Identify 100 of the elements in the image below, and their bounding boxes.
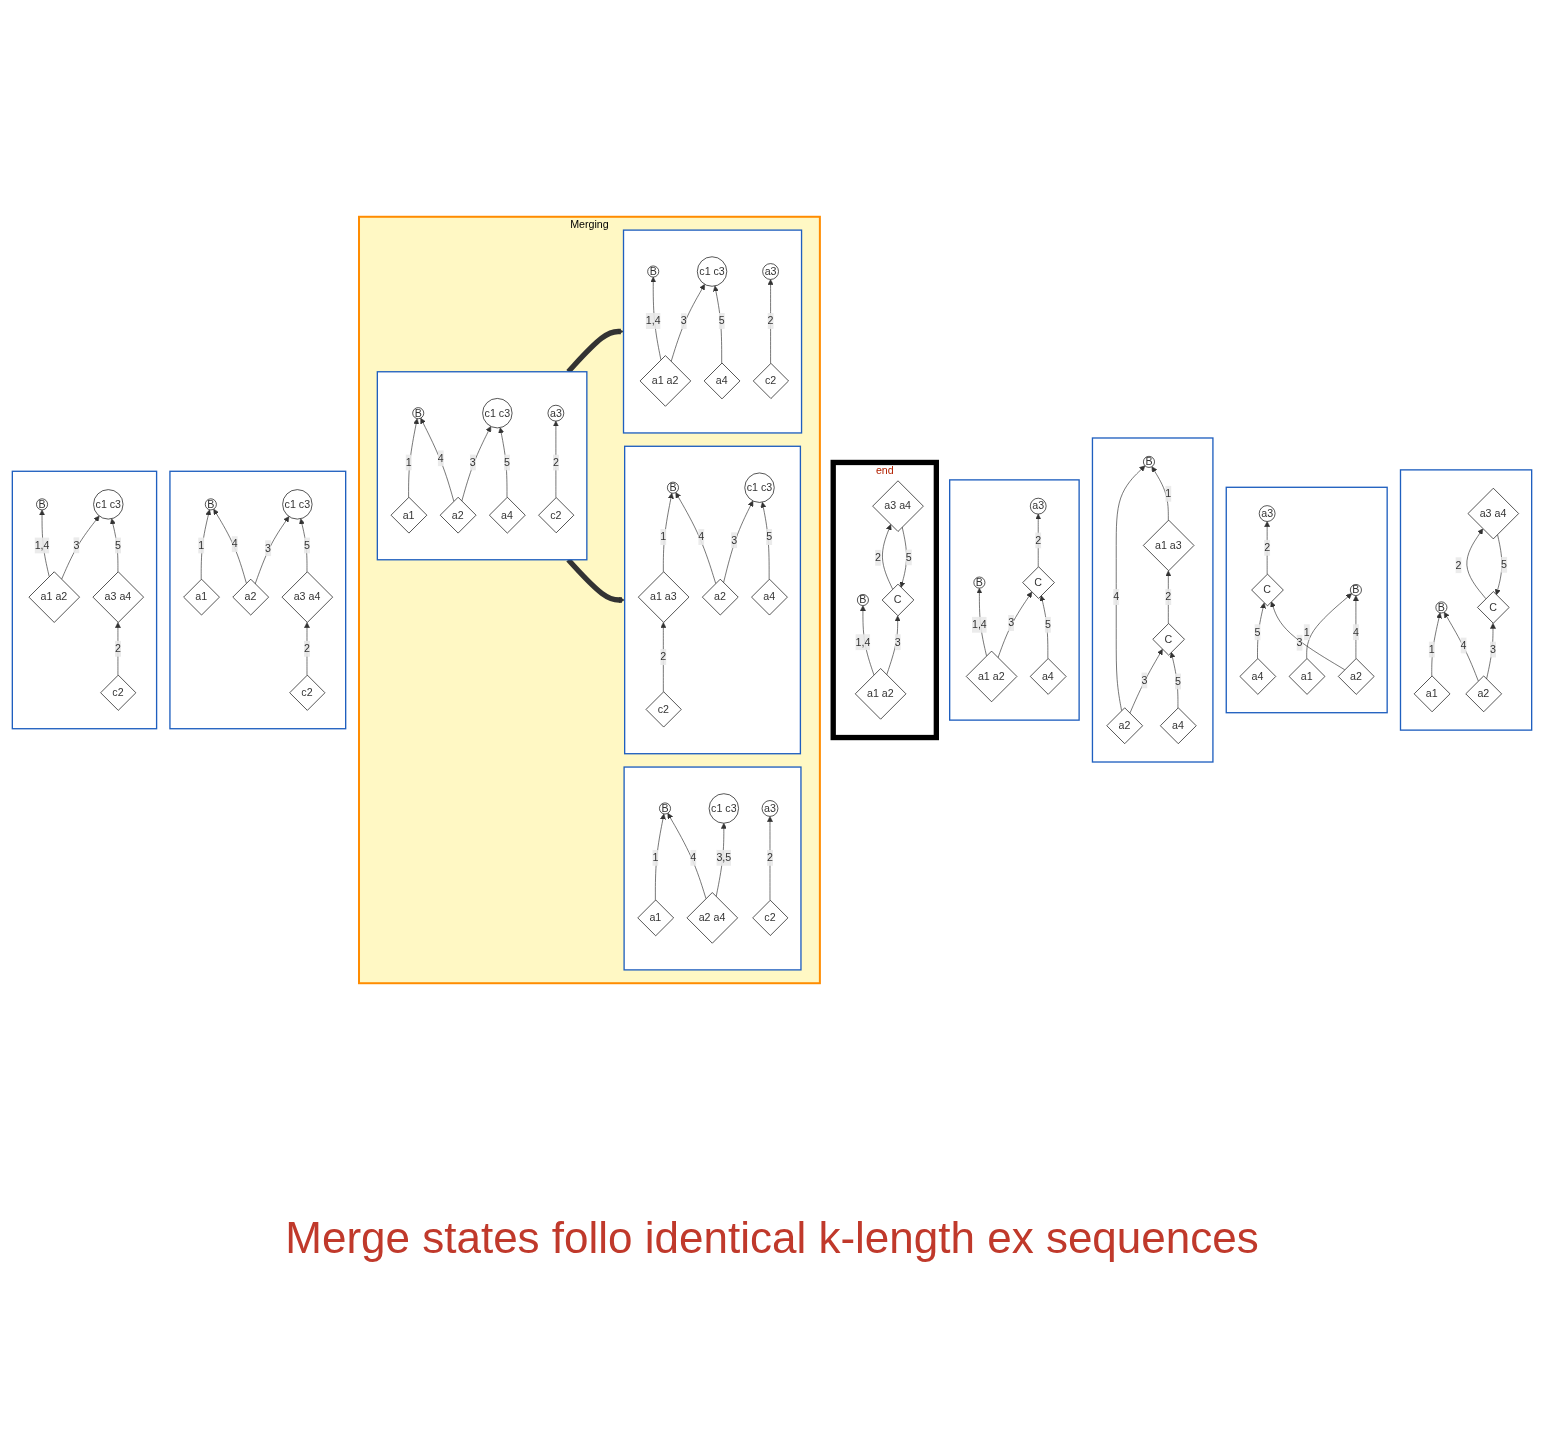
node-diamond: c2 (645, 691, 682, 728)
node-circle: B (412, 407, 425, 420)
cluster (622, 229, 803, 434)
edge-label: 1 (1303, 626, 1310, 638)
edge-label: 1 (198, 539, 205, 551)
node-diamond: a2 (232, 578, 269, 616)
edge-label: 3 (265, 542, 272, 554)
node-diamond: a3 a4 (872, 480, 924, 532)
node-circle: a3 (761, 800, 779, 817)
node-circle: B (973, 576, 986, 589)
cluster (949, 479, 1080, 721)
cluster (1225, 486, 1388, 714)
node-diamond: C (1251, 573, 1284, 607)
cluster (11, 470, 158, 730)
node-diamond: a4 (1239, 658, 1277, 695)
node-diamond: a1 a2 (854, 668, 907, 720)
node-diamond: a1 (1413, 675, 1451, 713)
edge-label: 4 (698, 531, 705, 543)
cluster (624, 445, 802, 755)
node-diamond: C (1477, 591, 1510, 624)
edge-label: 5 (1501, 558, 1508, 571)
node-diamond: c2 (100, 674, 137, 711)
edge-label: 3 (731, 534, 738, 546)
node-circle: c1 c3 (696, 256, 728, 287)
node-circle: B (667, 481, 679, 494)
node-diamond: a1 (390, 496, 428, 534)
edge-label: 1 (1165, 487, 1172, 500)
node-diamond: a3 a4 (1467, 487, 1519, 540)
edge-label: 4 (437, 452, 444, 464)
node-circle: B (36, 498, 48, 511)
edge-label: 3 (469, 456, 476, 468)
node-diamond: c2 (752, 899, 789, 936)
node-diamond: a1 (183, 578, 220, 616)
edge-label: 5 (1254, 626, 1261, 638)
edge-label: 2 (660, 651, 667, 663)
node-diamond: a4 (703, 362, 741, 400)
edge-label: 2 (552, 456, 559, 468)
edge-label: 1,4 (34, 539, 50, 551)
edge-label: 2 (1455, 559, 1462, 571)
cluster (1399, 469, 1533, 731)
edge-label: 1,4 (971, 618, 987, 631)
edge-label: 5 (1174, 675, 1181, 687)
node-circle: B (659, 802, 671, 815)
node-circle: B (204, 498, 217, 511)
edge-label: 4 (1460, 639, 1467, 651)
node-diamond: c2 (289, 674, 326, 711)
edge-label: 1 (660, 531, 667, 543)
node-diamond: C (1152, 623, 1185, 656)
edge-label: 3 (1296, 636, 1303, 648)
node-diamond: a1 a2 (965, 650, 1018, 703)
node-diamond: a3 a4 (92, 571, 144, 623)
node-circle: a3 (1258, 505, 1276, 522)
cluster (376, 371, 588, 561)
node-diamond: a3 a4 (281, 571, 333, 623)
edge-label: 1 (1428, 643, 1435, 655)
edge-label: 1,4 (855, 636, 871, 648)
node-diamond: a2 (1465, 675, 1502, 713)
node-diamond: a1 (637, 899, 674, 937)
edge-label: 3 (73, 539, 80, 551)
node-diamond: a4 (751, 578, 788, 616)
edge-label: 5 (766, 531, 773, 543)
edge-label: 4 (231, 538, 238, 550)
node-diamond: a1 a2 (28, 571, 80, 623)
cluster (1091, 437, 1214, 763)
node-circle: c1 c3 (744, 472, 775, 503)
edge-label: 3 (894, 636, 901, 648)
node-diamond: a2 (702, 578, 739, 616)
node-circle: B (1350, 584, 1362, 596)
node-circle: B (647, 265, 660, 278)
edge-label: 3 (1008, 617, 1015, 629)
edge-label: 4 (690, 851, 697, 864)
node-diamond: a2 (1337, 658, 1375, 695)
node-diamond: a2 (1106, 707, 1143, 744)
edge-label: 1 (405, 456, 412, 468)
node-diamond: C (881, 583, 915, 617)
node-diamond: C (1022, 566, 1055, 599)
node-diamond: a4 (489, 496, 526, 534)
node-diamond: a1 a2 (639, 355, 692, 407)
cluster (623, 766, 802, 971)
node-diamond: a4 (1029, 658, 1067, 695)
node-diamond: a1 a3 (638, 571, 690, 623)
node-diamond: c2 (752, 362, 789, 399)
edge-label: 2 (1035, 534, 1042, 546)
edge-label: 5 (1044, 618, 1051, 631)
edge-label: 1,4 (645, 314, 661, 327)
edge-label: 2 (767, 314, 774, 327)
node-circle: a3 (547, 404, 565, 422)
node-circle: B (1143, 456, 1155, 468)
node-circle: c1 c3 (93, 489, 124, 520)
edge-label: 2 (767, 851, 773, 864)
node-circle: a3 (762, 263, 779, 280)
edge-label: 5 (905, 551, 912, 563)
edge-label: 3 (1490, 643, 1496, 655)
edge-label: 4 (1352, 626, 1359, 638)
node-circle: a3 (1029, 497, 1047, 515)
node-diamond: c2 (538, 497, 575, 534)
edge-label: 2 (875, 551, 882, 564)
edge-label: 2 (1264, 541, 1271, 554)
slide-text: Merge states follo identical k-length ex sequences (284, 1212, 1260, 1264)
cluster (169, 470, 347, 730)
